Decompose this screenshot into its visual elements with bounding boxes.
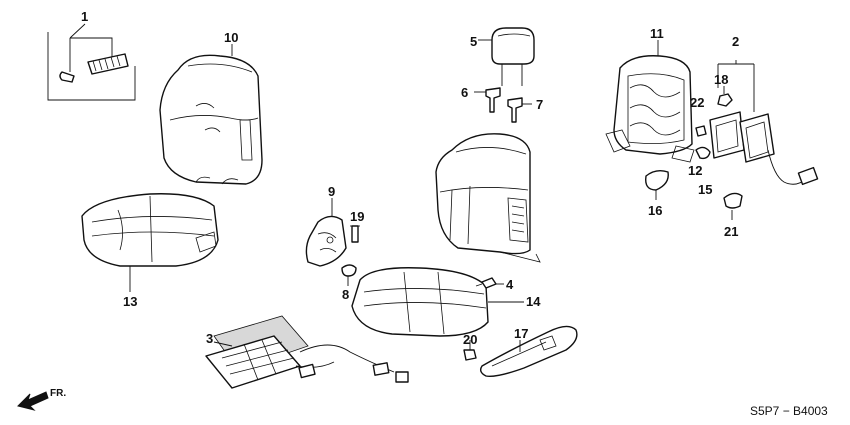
part-19-bolt [350,225,360,243]
parts-6-7-guides [474,87,532,123]
part-21-clip [723,192,743,220]
callout-15: 15 [698,182,712,197]
front-direction-label: FR. [50,388,66,399]
front-direction-arrow: FR. [17,388,66,411]
part-1-inset [47,23,136,101]
part-17-side-trim [479,325,578,378]
callout-14: 14 [526,294,541,309]
part-10-seatback-cover [159,44,263,185]
callout-10: 10 [224,30,238,45]
callout-21: 21 [724,224,738,239]
callout-4: 4 [506,277,514,292]
part-14-seat-cushion [351,267,524,337]
part-5-head-restraint [478,27,535,86]
part-13-cushion-cover [81,193,219,292]
callout-6: 6 [461,85,468,100]
callout-22: 22 [690,95,704,110]
part-2-airbag-harness [717,60,819,186]
part-12-side-airbag [709,111,745,159]
diagram-code: S5P7 − B4003 [750,404,828,418]
part-15-clip [695,146,711,160]
part-3-heater-mat [205,315,409,389]
part-18-nut [717,86,733,107]
part-8-cap [341,264,357,286]
callout-7: 7 [536,97,543,112]
callout-19: 19 [350,209,364,224]
callout-20: 20 [463,332,477,347]
callout-3: 3 [206,331,213,346]
callout-2: 2 [732,34,739,49]
clip-part [59,71,75,83]
seatback-assembly [435,133,541,263]
callout-1: 1 [81,9,88,24]
callout-5: 5 [470,34,477,49]
part-16-knob [645,169,669,200]
part-11-seatback-frame [605,40,695,163]
callout-8: 8 [342,287,349,302]
callout-9: 9 [328,184,335,199]
part-9-bracket [305,198,347,267]
part-22-bolt [695,125,707,137]
callout-18: 18 [714,72,728,87]
callout-13: 13 [123,294,137,309]
part-4-clip [475,277,504,289]
callout-17: 17 [514,326,528,341]
callout-16: 16 [648,203,662,218]
callout-12: 12 [688,163,702,178]
callout-11: 11 [650,26,664,41]
part-20-clip [463,340,477,361]
